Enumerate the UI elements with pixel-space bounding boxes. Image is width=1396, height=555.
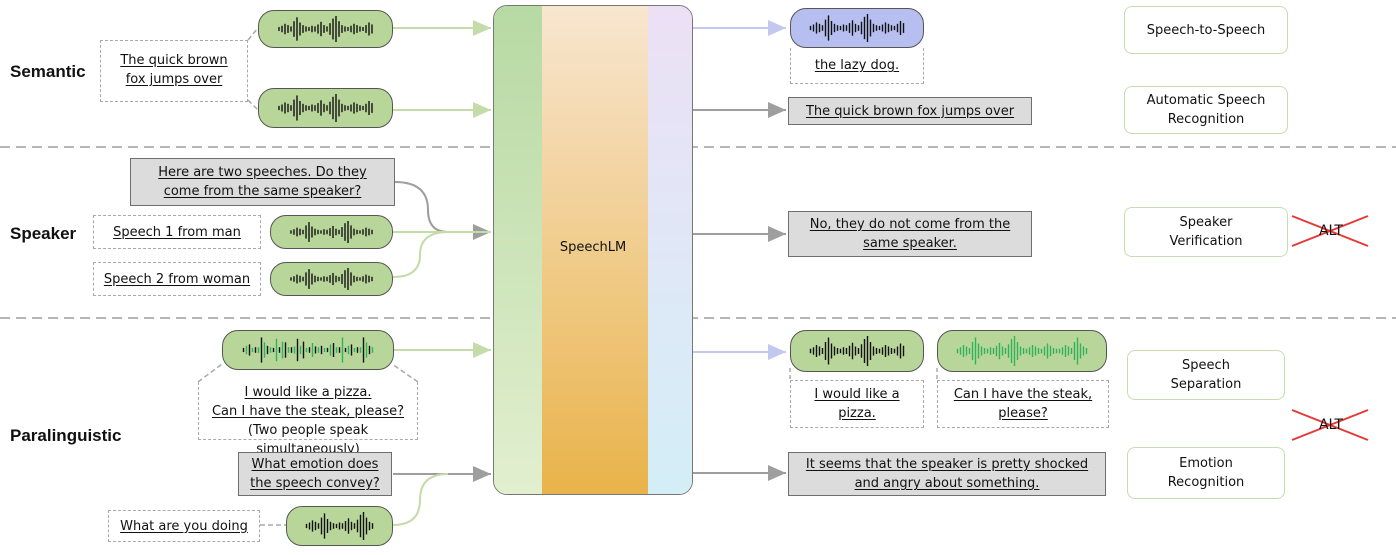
separated-text-box-1: I would like a pizza. — [790, 380, 924, 428]
emotion-question-line-2: the speech convey? — [250, 476, 380, 491]
task-sv-line-2: Verification — [1169, 234, 1243, 249]
semantic-output-text-box: The quick brown fox jumps over — [788, 97, 1032, 125]
emotion-answer-line-1: It seems that the speaker is pretty shoc… — [805, 457, 1089, 472]
speaker-input-audio-2 — [270, 262, 393, 296]
waveform-icon — [290, 221, 373, 243]
task-sv-line-1: Speaker — [1179, 215, 1233, 230]
waveform-icon — [242, 337, 374, 363]
task-asr-line-2: Recognition — [1167, 112, 1245, 127]
task-asr: Automatic Speech Recognition — [1124, 86, 1288, 134]
semantic-input-text-line-2: fox jumps over — [125, 72, 223, 87]
speaker-answer-box: No, they do not come from the same speak… — [788, 211, 1032, 257]
waveform-icon — [278, 16, 373, 42]
semantic-output-audio — [790, 8, 924, 48]
mixed-speech-line-1: I would like a pizza. — [244, 385, 372, 400]
semantic-output-audio-text-box: the lazy dog. — [790, 48, 924, 84]
waveform-icon — [809, 336, 905, 366]
speaker-answer-line-2: same speaker. — [863, 236, 957, 251]
speaker-question-line-2: come from the same speaker? — [163, 184, 362, 199]
semantic-input-text-line-1: The quick brown — [120, 53, 228, 68]
task-speech-to-speech-label: Speech-to-Speech — [1146, 22, 1266, 38]
alt-label-1: ALT — [1318, 223, 1343, 239]
mixed-speech-line-2: Can I have the steak, please? — [211, 404, 404, 419]
speaker-question-box: Here are two speeches. Do they come from… — [130, 158, 395, 206]
emotion-speech-label-box: What are you doing — [108, 510, 260, 542]
emotion-question-box: What emotion does the speech convey? — [238, 452, 392, 496]
task-asr-line-1: Automatic Speech — [1146, 93, 1266, 108]
separated-audio-1 — [790, 330, 924, 372]
task-speaker-verification: Speaker Verification — [1124, 207, 1288, 257]
speechlm-label: SpeechLM — [559, 240, 627, 255]
speaker-input-audio-1 — [270, 215, 393, 249]
speech2-label-box: Speech 2 from woman — [93, 262, 261, 296]
semantic-input-text-box: The quick brown fox jumps over — [100, 40, 248, 102]
semantic-input-audio-2 — [258, 88, 393, 128]
speechlm-block: SpeechLM — [493, 5, 693, 495]
speaker-question-line-1: Here are two speeches. Do they — [158, 165, 367, 180]
separated-text-2-line-2: please? — [998, 406, 1048, 421]
alt-cross-2 — [1291, 409, 1369, 441]
section-label-speaker: Speaker — [10, 224, 77, 243]
semantic-output-audio-text: the lazy dog. — [814, 58, 900, 73]
section-label-semantic: Semantic — [10, 62, 86, 81]
waveform-icon — [278, 94, 373, 122]
task-ss-line-2: Separation — [1170, 377, 1242, 392]
task-emotion-recognition: Emotion Recognition — [1127, 447, 1285, 499]
separated-text-box-2: Can I have the steak, please? — [937, 380, 1109, 428]
task-speech-to-speech: Speech-to-Speech — [1124, 6, 1288, 54]
task-speech-separation: Speech Separation — [1127, 350, 1285, 400]
separated-audio-2 — [937, 330, 1107, 372]
mixed-speech-audio — [222, 330, 394, 370]
alt-label-2: ALT — [1318, 417, 1343, 433]
separated-text-1-line-1: I would like a — [814, 387, 900, 402]
separated-text-1-line-2: pizza. — [838, 406, 876, 421]
task-ss-line-1: Speech — [1182, 358, 1230, 373]
task-er-line-2: Recognition — [1167, 475, 1245, 490]
speech2-label: Speech 2 from woman — [103, 271, 251, 287]
emotion-answer-box: It seems that the speaker is pretty shoc… — [788, 452, 1106, 496]
speech1-label-box: Speech 1 from man — [93, 215, 261, 249]
emotion-input-audio — [286, 506, 393, 546]
separated-text-2-line-1: Can I have the steak, — [953, 387, 1093, 402]
section-label-paralinguistic: Paralinguistic — [10, 426, 122, 445]
waveform-icon — [305, 512, 374, 540]
semantic-output-text: The quick brown fox jumps over — [805, 103, 1015, 119]
speech1-label: Speech 1 from man — [113, 224, 241, 240]
emotion-answer-line-2: and angry about something. — [854, 476, 1040, 491]
mixed-speech-text-box: I would like a pizza. Can I have the ste… — [198, 382, 418, 457]
task-er-line-1: Emotion — [1179, 456, 1233, 471]
waveform-icon — [809, 14, 905, 42]
waveform-icon — [956, 336, 1088, 366]
speaker-answer-line-1: No, they do not come from the — [809, 217, 1011, 232]
waveform-icon — [290, 268, 373, 290]
emotion-question-line-1: What emotion does — [251, 457, 379, 472]
alt-cross-1 — [1291, 215, 1369, 247]
semantic-input-audio-1 — [258, 10, 393, 48]
emotion-speech-label: What are you doing — [120, 518, 248, 534]
